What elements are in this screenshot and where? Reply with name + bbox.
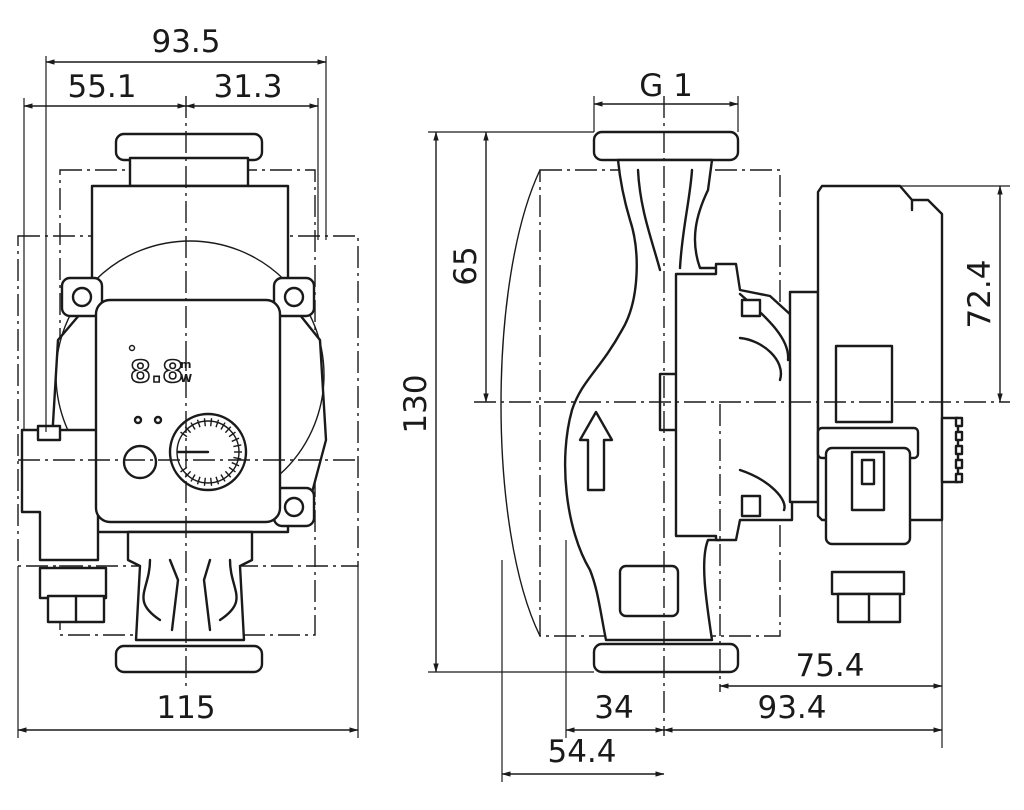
knob-tick — [184, 470, 192, 478]
side-knob-teeth — [954, 416, 964, 484]
display-indicator — [128, 344, 136, 352]
knob-tick — [203, 477, 206, 486]
knob-tick — [231, 437, 240, 443]
knob-tick — [203, 418, 206, 427]
display-unit-m: m — [180, 358, 191, 371]
dim-label-55-1: 55.1 — [67, 69, 136, 105]
front-view: 8.8 m W — [17, 96, 359, 690]
knob-tick — [228, 466, 236, 473]
knob-tick — [233, 444, 242, 448]
motor-bolt-bottom — [740, 494, 762, 518]
led-left — [133, 415, 143, 425]
knob-tick — [180, 431, 188, 438]
side-body-window — [618, 564, 680, 618]
knob-tick — [215, 419, 220, 428]
control-box — [94, 298, 282, 524]
lug-top-right — [272, 276, 316, 318]
volute-contours — [142, 558, 238, 622]
screw-top-right — [283, 286, 305, 308]
connector-clip — [36, 424, 62, 442]
knob-tick — [228, 431, 236, 438]
knob-tick — [233, 456, 242, 460]
side-bottom-flange — [592, 642, 740, 674]
knob-tick — [210, 418, 213, 427]
dim-label-115: 115 — [156, 690, 215, 726]
cable-gland — [38, 566, 108, 600]
side-gland — [830, 570, 906, 596]
knob-scale — [180, 418, 242, 486]
display-digits: 8.8 — [130, 355, 183, 390]
dim-label-75-4: 75.4 — [795, 648, 864, 684]
knob-tick — [196, 476, 201, 485]
dim-label-93-4: 93.4 — [757, 690, 826, 726]
side-dimensions: G 1 130 65 72.4 75.4 34 93.4 54.4 — [398, 68, 1010, 782]
dim-label-31-3: 31.3 — [213, 69, 282, 105]
dim-label-34: 34 — [594, 690, 633, 726]
knob-tick — [180, 466, 188, 473]
knob-tick — [224, 426, 232, 434]
side-inlet-curves — [636, 168, 694, 272]
lower-volute — [126, 530, 254, 642]
bottom-flange — [114, 644, 264, 674]
knob-tick — [231, 461, 240, 467]
dim-label-130: 130 — [398, 374, 434, 433]
side-arc — [500, 169, 541, 637]
top-neck — [128, 156, 250, 188]
knob-tick — [215, 476, 220, 485]
front-dimensions: 93.5 55.1 31.3 115 — [17, 24, 359, 738]
knob-tick — [196, 419, 201, 428]
screw-top-left — [71, 286, 93, 308]
top-flange — [114, 132, 264, 162]
operating-button[interactable] — [122, 444, 158, 480]
side-connector-slot — [860, 458, 876, 486]
flow-direction-arrow — [578, 410, 614, 492]
motor-bolt-top — [740, 298, 762, 318]
knob-tick — [220, 474, 226, 482]
dim-label-65: 65 — [448, 246, 484, 285]
knob-tick — [210, 477, 213, 486]
side-top-flange — [592, 130, 740, 162]
lug-top-left — [60, 276, 104, 318]
knob-tick — [190, 422, 196, 430]
knob-tick — [220, 422, 226, 430]
dim-label-54-4: 54.4 — [547, 734, 616, 770]
screw-bottom-right — [283, 496, 305, 518]
side-view — [474, 96, 1010, 736]
motor-neck — [788, 290, 820, 504]
dim-label-93-5: 93.5 — [151, 24, 220, 60]
volute-ribs — [168, 558, 212, 632]
knob-tick — [224, 470, 232, 478]
dim-label-72-4: 72.4 — [962, 259, 998, 328]
dim-label-g1: G 1 — [639, 68, 693, 104]
knob-tick — [190, 474, 196, 482]
box-label-plate — [834, 344, 894, 424]
led-right — [153, 415, 163, 425]
